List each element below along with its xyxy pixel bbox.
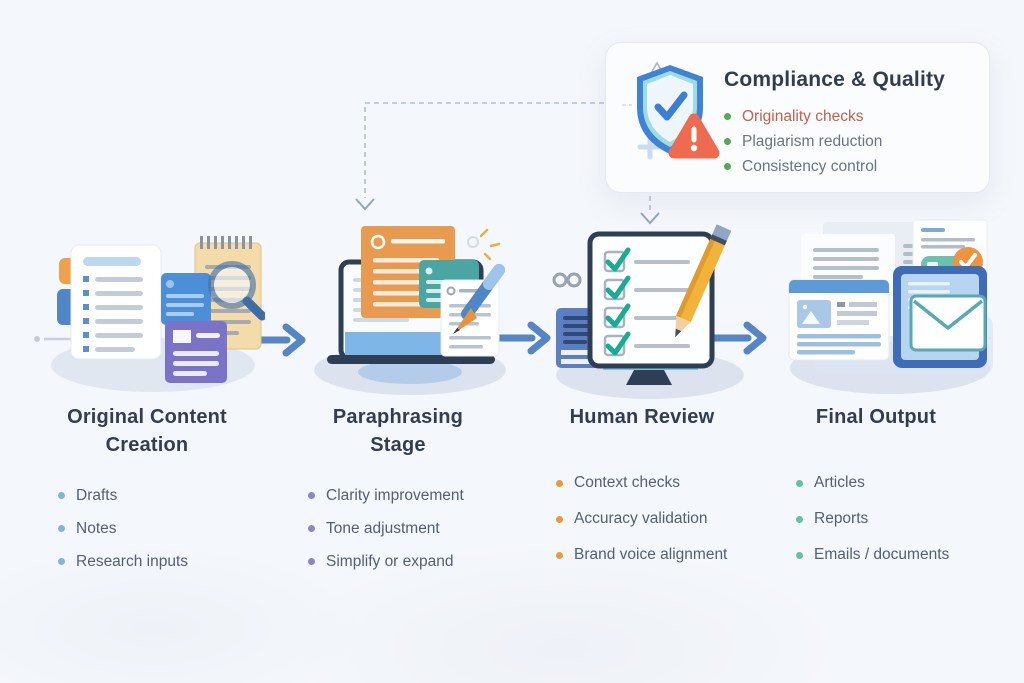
purple-card-icon [165, 321, 227, 383]
article-card-icon [788, 279, 890, 361]
list-item: Context checks [556, 465, 727, 501]
stage-title-final-output: Final Output [815, 406, 937, 428]
documents-tablet-email-icon [788, 219, 993, 394]
sticky-note-icon [161, 273, 211, 325]
bullet-dot [796, 515, 803, 523]
compliance-card: Compliance & Quality Originality checks … [605, 42, 990, 193]
bullet-dot [58, 525, 65, 532]
warning-icon [668, 113, 720, 159]
tablet-icon [893, 266, 987, 368]
bullet-dot [796, 479, 803, 487]
sparkle-icon [479, 228, 501, 261]
documents-notes-magnifier-icon [51, 236, 265, 392]
bullet-dot [556, 515, 563, 523]
bullet-dot [58, 558, 65, 565]
envelope-icon [909, 294, 987, 352]
stage-title-human-review: Human Review [569, 406, 715, 428]
bullet-dot [308, 525, 315, 532]
bullet-dot [724, 163, 731, 170]
checklist-board-icon [587, 231, 715, 369]
bullet-dot [724, 113, 731, 120]
stage-list-paraphrasing: Clarity improvement Tone adjustment Simp… [308, 479, 464, 578]
bullet-dot [308, 492, 315, 499]
list-item: Notes [58, 512, 188, 545]
list-item: Simplify or expand [308, 545, 464, 578]
stage-list-final-output: Articles Reports Emails / documents [796, 465, 949, 573]
list-item: Accuracy validation [556, 501, 727, 537]
laptop-documents-pen-icon [314, 226, 506, 395]
pen-icon [453, 264, 505, 334]
stage-list-human-review: Context checks Accuracy validation Brand… [556, 465, 727, 573]
shield-check-warning-icon [622, 61, 720, 160]
stage-title-paraphrasing: Paraphrasing Stage [332, 406, 464, 456]
pencil-icon [675, 224, 732, 338]
compliance-card-list: Originality checks Plagiarism reduction … [724, 104, 882, 179]
list-item: Brand voice alignment [556, 537, 727, 573]
bullet-dot [308, 558, 315, 565]
bullet-dot [556, 551, 563, 559]
list-item: Consistency control [724, 154, 882, 179]
bullet-dot [724, 138, 731, 145]
monitor-stand [626, 370, 672, 385]
dashed-connector-review [640, 196, 660, 225]
bullet-dot [58, 492, 65, 499]
magnifier-icon [208, 261, 265, 321]
bullet-dot [556, 479, 563, 487]
list-item: Reports [796, 501, 949, 537]
list-item: Plagiarism reduction [724, 129, 882, 154]
checklist-pencil-monitor-icon [552, 224, 744, 399]
list-item: Emails / documents [796, 537, 949, 573]
dashed-connector-paraphrasing [355, 102, 640, 211]
list-item: Originality checks [724, 104, 882, 129]
stage-list-original-content: Drafts Notes Research inputs [58, 479, 188, 578]
compliance-card-title: Compliance & Quality [724, 68, 946, 91]
bullet-dot [796, 551, 803, 559]
list-item: Tone adjustment [308, 512, 464, 545]
infinity-icon [552, 272, 582, 288]
stage-title-original-content: Original Content Creation [67, 406, 227, 456]
list-item: Drafts [58, 479, 188, 512]
list-item: Research inputs [58, 545, 188, 578]
list-item: Clarity improvement [308, 479, 464, 512]
list-item: Articles [796, 465, 949, 501]
